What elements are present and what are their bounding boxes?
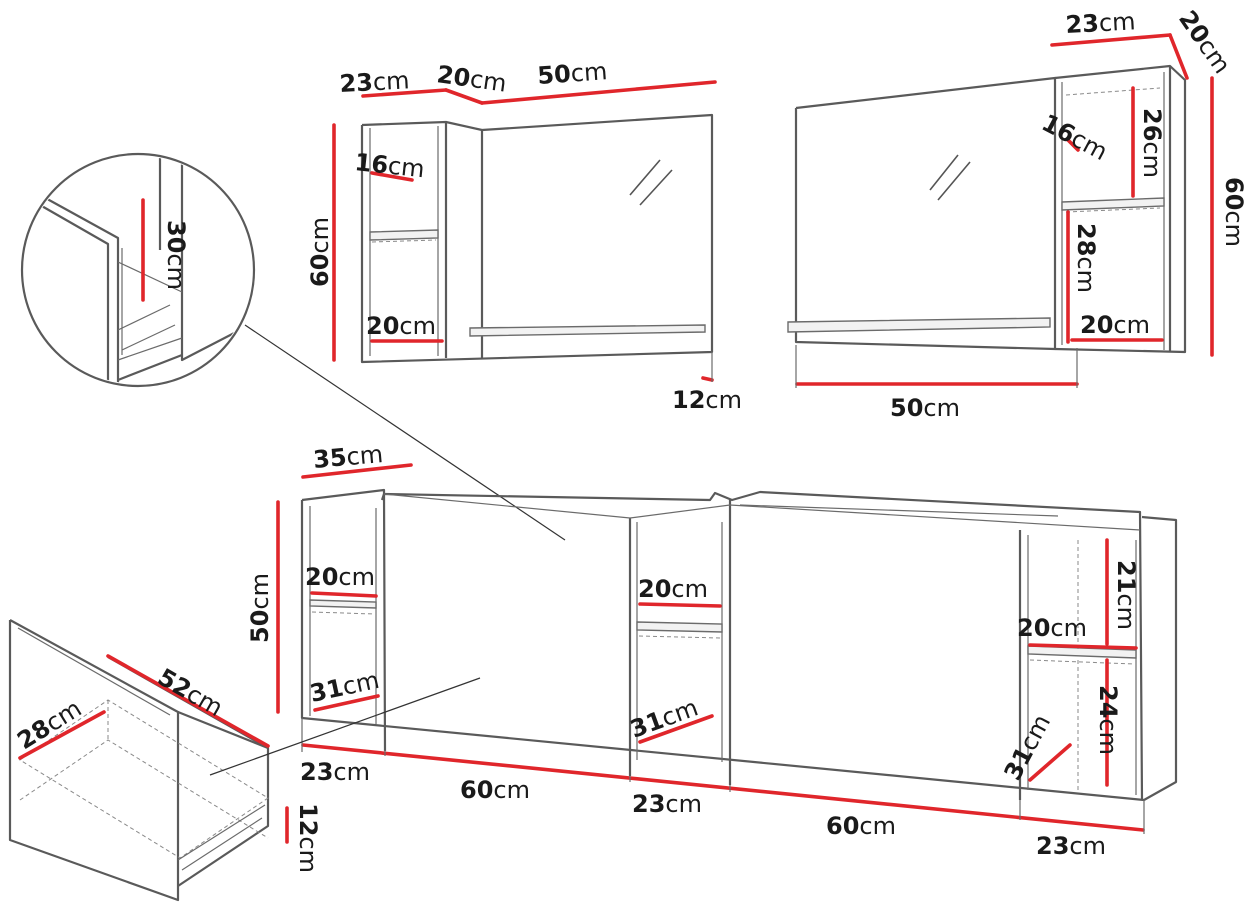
tl-upper-shelf-label: 16cm xyxy=(353,148,426,183)
sb-left-upper-shelf-label: 20cm xyxy=(305,563,375,591)
sb-left-lower-shelf-label: 31cm xyxy=(307,666,381,708)
sideboard xyxy=(276,463,1178,834)
mirror-cabinet-right xyxy=(787,33,1214,388)
drawer xyxy=(8,619,481,902)
detail-circle: 30cm xyxy=(20,152,256,388)
tr-upper-shelf-label: 16cm xyxy=(1037,109,1112,167)
tr-width-label: 50cm xyxy=(890,394,960,422)
tr-lower-shelf-label: 20cm xyxy=(1080,311,1150,339)
tr-upper-opening-label: 26cm xyxy=(1138,108,1166,178)
tl-width-label: 50cm xyxy=(536,57,608,90)
sb-right-upper-opening-label: 21cm xyxy=(1112,560,1140,630)
drawer-length-label: 52cm xyxy=(153,663,228,722)
detail-height-label: 30cm xyxy=(162,220,190,290)
sb-right-lower-shelf-label: 31cm xyxy=(999,710,1057,785)
sb-width-1-label: 23cm xyxy=(300,758,370,786)
sb-width-2-label: 60cm xyxy=(460,776,530,804)
drawer-height-label: 12cm xyxy=(294,803,322,873)
sb-mid-upper-shelf-label: 20cm xyxy=(638,575,708,603)
tl-side-depth-label: 20cm xyxy=(435,60,508,97)
drawer-width-label: 28cm xyxy=(12,694,86,755)
sb-width-4-label: 60cm xyxy=(826,812,896,840)
mirror-cabinet-left xyxy=(332,80,717,382)
sb-width-3-label: 23cm xyxy=(632,790,702,818)
tr-height-label: 60cm xyxy=(1220,177,1248,247)
tr-lower-opening-label: 28cm xyxy=(1072,223,1100,293)
sb-right-shelf-label: 20cm xyxy=(1017,614,1087,642)
sb-right-lower-opening-label: 24cm xyxy=(1094,685,1122,755)
sb-width-5-label: 23cm xyxy=(1036,832,1106,860)
detail-leader-line xyxy=(244,324,566,541)
tl-depth-label: 23cm xyxy=(339,66,410,98)
tl-height-label: 60cm xyxy=(306,217,334,287)
tl-shelf-depth-label: 12cm xyxy=(672,386,742,414)
tr-depth-label: 23cm xyxy=(1065,7,1136,39)
tl-lower-shelf-label: 20cm xyxy=(366,312,436,340)
sb-depth-label: 35cm xyxy=(312,440,384,474)
sb-mid-lower-shelf-label: 31cm xyxy=(626,693,701,743)
sb-height-label: 50cm xyxy=(246,573,274,643)
